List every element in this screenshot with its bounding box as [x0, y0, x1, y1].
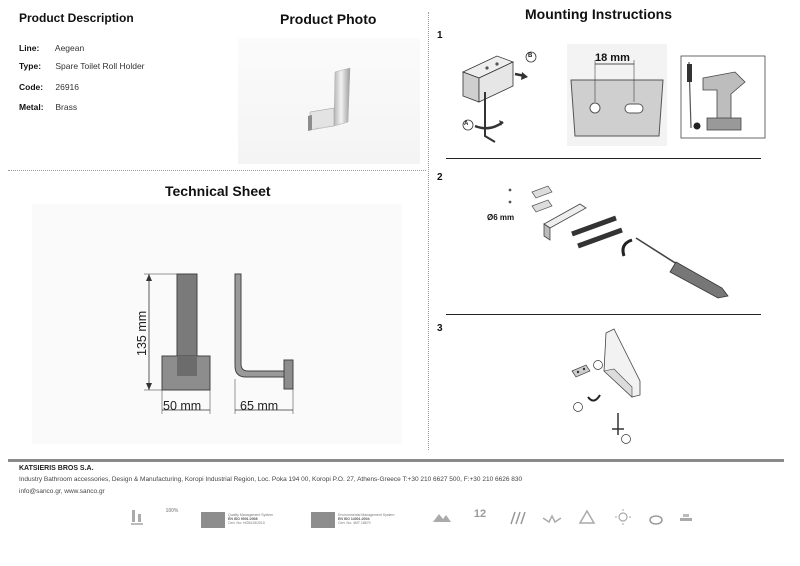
- dimension-depth-label: 65 mm: [240, 399, 279, 413]
- cert-title: Quality Management System: [228, 513, 273, 517]
- dimension-height-label: 135 mm: [135, 310, 149, 356]
- step-number: 2: [437, 172, 443, 183]
- info-label: Code:: [19, 82, 44, 92]
- info-value: Brass: [55, 102, 78, 112]
- step-3-illustration: [560, 325, 670, 450]
- step-divider: [446, 314, 761, 315]
- step-1-svg: [461, 44, 766, 146]
- info-type: Type: Spare Toilet Roll Holder: [19, 60, 145, 72]
- step-2-illustration: [470, 180, 760, 304]
- cert-standard: EN ISO 9001:2008: [228, 517, 258, 521]
- technical-sheet-heading: Technical Sheet: [165, 183, 271, 199]
- stripes-logo-icon: [510, 511, 526, 525]
- product-photo: [238, 38, 420, 164]
- drill-diameter-label: Ø6 mm: [487, 213, 515, 222]
- product-photo-heading: Product Photo: [280, 11, 377, 27]
- footer-bar: [8, 459, 784, 462]
- technical-drawing-svg: [144, 273, 294, 414]
- round-logo-icon: [649, 515, 663, 525]
- technical-drawing: [32, 204, 402, 444]
- info-label: Type:: [19, 61, 42, 71]
- company-name: KATSIERIS BROS S.A.: [19, 465, 94, 472]
- label-a: A: [464, 121, 469, 127]
- product-description-heading: Product Description: [19, 11, 134, 25]
- step-3-svg: [571, 328, 641, 444]
- hotel-logo-icon: [131, 510, 143, 525]
- company-contact: info@sanco.gr, www.sanco.gr: [19, 488, 105, 495]
- company-address: Industry Bathroom accessories, Design & …: [19, 476, 523, 483]
- cert-title: Environmental Management System: [338, 513, 395, 517]
- info-value: Spare Toilet Roll Holder: [55, 61, 145, 71]
- info-line: Line: Aegean: [19, 42, 84, 54]
- info-metal: Metal: Brass: [19, 101, 77, 113]
- step-divider: [446, 158, 761, 159]
- info-code: Code: 26916: [19, 81, 79, 93]
- column-divider: [428, 12, 429, 450]
- warranty-badge: 12: [473, 508, 487, 520]
- sun-logo-icon: [615, 509, 631, 525]
- quality-badge: 100%: [165, 508, 179, 514]
- cert-standard: EN ISO 14001:2004: [338, 517, 370, 521]
- product-photo-image: [308, 67, 351, 131]
- step-number: 3: [437, 323, 443, 334]
- info-label: Line:: [19, 43, 40, 53]
- dimension-width-label: 50 mm: [163, 399, 202, 413]
- info-label: Metal:: [19, 102, 44, 112]
- cert-number: Cert. No: HG8415/2010: [228, 521, 265, 525]
- label-b: B: [528, 53, 533, 59]
- iso-9001-logo-icon: [201, 512, 225, 528]
- step-2-svg: [508, 185, 729, 299]
- step-1-illustration: [445, 38, 775, 156]
- recycle-logo-icon: [578, 509, 596, 524]
- step-number: 1: [437, 30, 443, 41]
- mounting-instructions-heading: Mounting Instructions: [525, 6, 672, 22]
- wave-logo-icon: [542, 514, 562, 524]
- cert-number: Cert. No: 4MT 18670: [338, 521, 371, 525]
- info-value: Aegean: [54, 43, 85, 53]
- certification-logos: 100% Quality Management System EN ISO 90…: [125, 508, 705, 536]
- iso-14001-logo-icon: [311, 512, 335, 528]
- section-divider: [8, 170, 426, 171]
- brand-logo-icon: [680, 514, 692, 521]
- spacing-label: 18 mm: [595, 52, 630, 64]
- mountain-logo-icon: [433, 514, 451, 522]
- info-value: 26916: [55, 82, 80, 92]
